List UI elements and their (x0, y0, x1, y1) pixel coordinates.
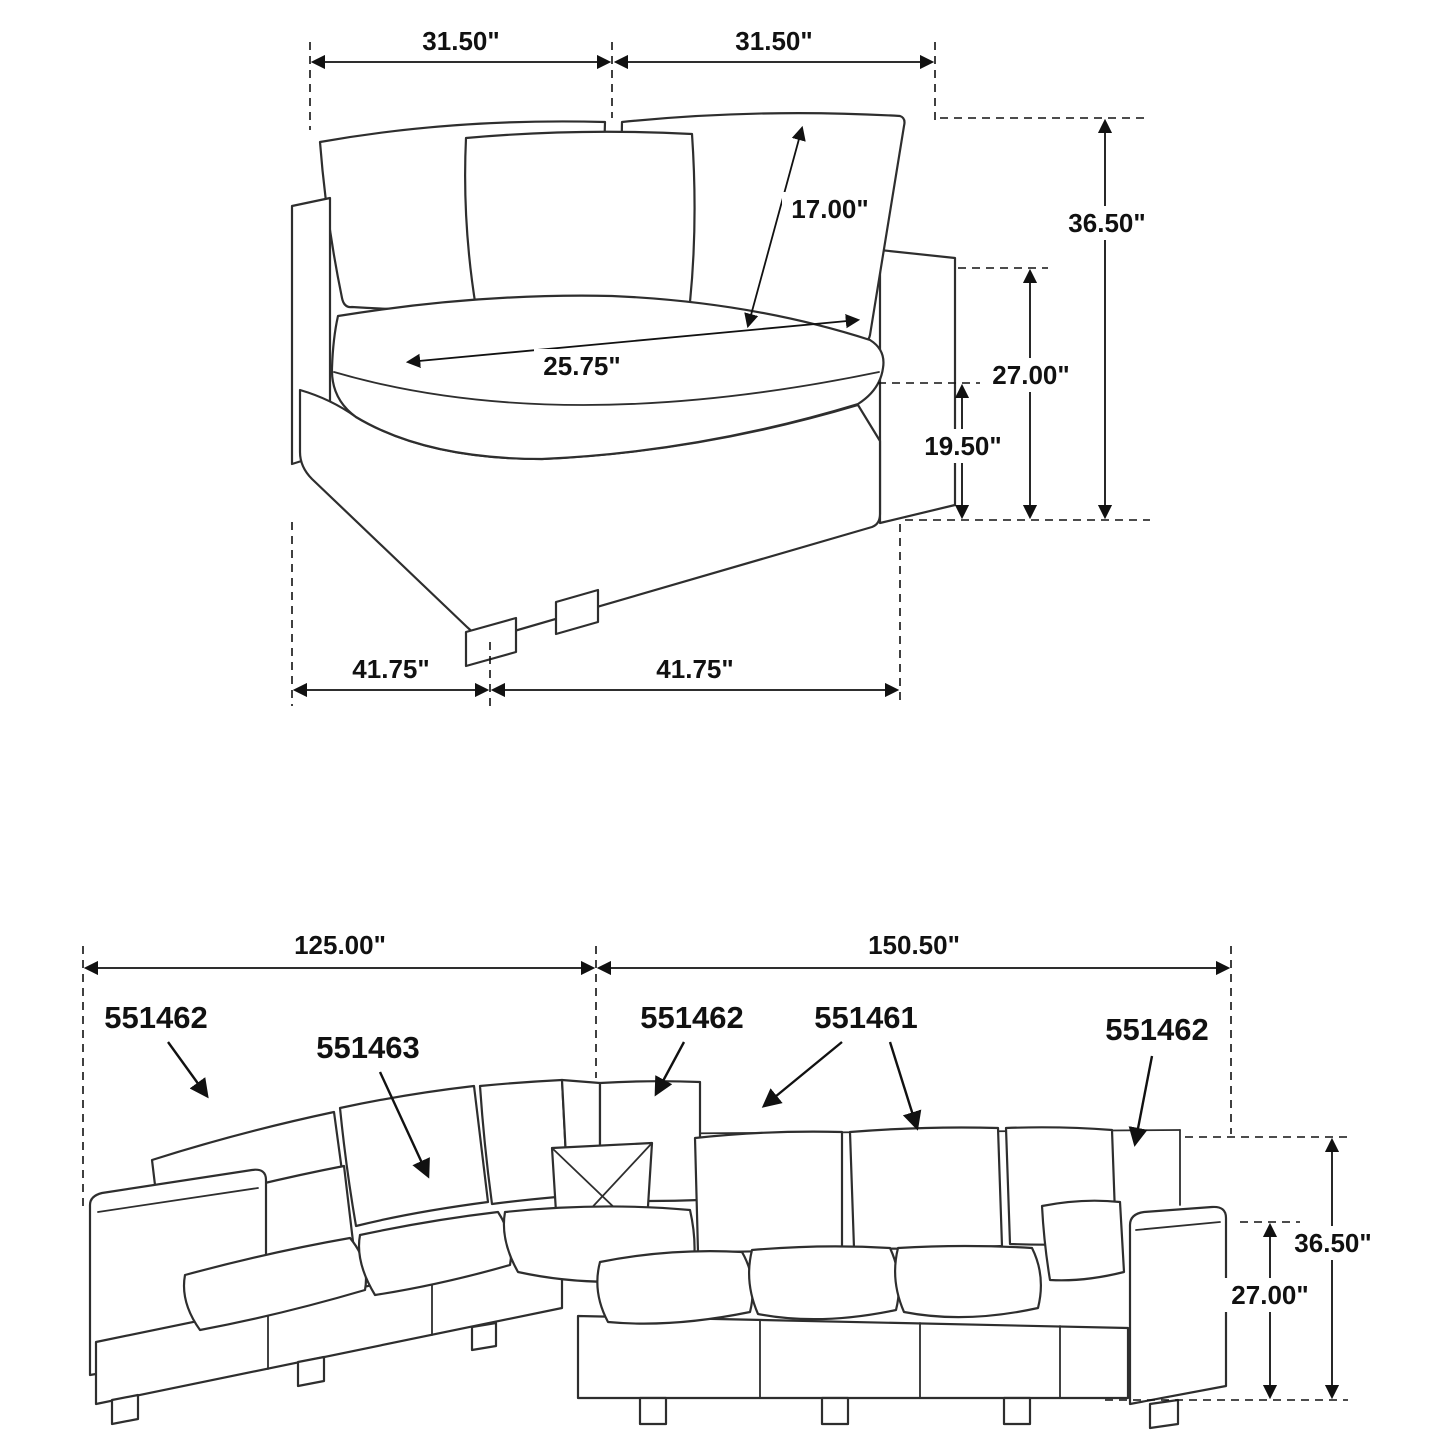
front-foot (464, 616, 518, 668)
right-arm-top-edge (1135, 1221, 1221, 1231)
dim-back-width-left-label: 31.50" (422, 26, 499, 56)
seat-front-seam (333, 371, 880, 406)
right-wing-back-pillow-1 (693, 1130, 844, 1254)
sku-label-1: 551462 (104, 1000, 207, 1035)
dim-back-cushion-label: 17.00" (791, 194, 868, 224)
dim-line-back-cushion (744, 125, 806, 329)
right-wing-seat-2 (748, 1245, 900, 1321)
sectional-drawing (88, 1078, 1228, 1430)
left-chair-seat (182, 1236, 368, 1332)
side-foot (554, 588, 600, 636)
sku-pointer-1 (167, 1041, 209, 1099)
sku-label-5: 551462 (1105, 1012, 1208, 1047)
dim-back-height-label: 27.00" (992, 360, 1069, 390)
sectional-diagram: 125.00" 150.50" 551462 551463 551462 551… (82, 930, 1381, 1430)
dim-overall-height-label: 36.50" (1068, 208, 1145, 238)
left-arm-top-edge (97, 1187, 259, 1213)
label-backdrop (782, 192, 878, 226)
dim-back-width-right-label: 31.50" (735, 26, 812, 56)
label-backdrop (915, 429, 1011, 463)
label-backdrop (1059, 206, 1155, 240)
label-backdrop (983, 358, 1079, 392)
foot (296, 1355, 326, 1388)
dim-base-depth-right-label: 41.75" (656, 654, 733, 684)
foot (470, 1321, 498, 1352)
foot (638, 1396, 668, 1426)
label-backdrop (1222, 1278, 1318, 1312)
sku-pointer-4b (888, 1041, 922, 1131)
sectional-dimensions: 125.00" 150.50" 551462 551463 551462 551… (82, 930, 1381, 1401)
armless-back-pillow (338, 1084, 490, 1228)
foot (1002, 1396, 1032, 1426)
right-wing-back-pillow-2 (848, 1126, 1004, 1250)
sku-label-3: 551462 (640, 1000, 743, 1035)
right-wing-seat-3 (894, 1244, 1043, 1319)
right-wing-seat-1 (596, 1250, 754, 1325)
right-chair-accent-pillow (1040, 1199, 1126, 1282)
sectional-right-arm (1128, 1205, 1228, 1406)
armless-seat (357, 1210, 513, 1297)
dim-overall-width-label: 150.50" (868, 930, 960, 960)
module-dimensions: 31.50" 31.50" 17.00" 25.75" 36.50" 27.00… (291, 26, 1155, 706)
sku-pointer-2 (378, 1071, 430, 1179)
foot (1148, 1398, 1180, 1430)
sku-pointer-5 (1128, 1055, 1154, 1147)
sku-pointer-4a (761, 1041, 843, 1108)
sku-pointer-3 (654, 1041, 686, 1097)
sku-label-4: 551461 (814, 1000, 917, 1035)
corner-back-pillow-left (478, 1078, 570, 1206)
foot (820, 1396, 850, 1426)
sku-label-2: 551463 (316, 1030, 419, 1065)
dim-overall-depth-label: 125.00" (294, 930, 386, 960)
dim-arm-height-label: 27.00" (1231, 1280, 1308, 1310)
accent-pillow-center (464, 130, 696, 312)
corner-module-diagram: 31.50" 31.50" 17.00" 25.75" 36.50" 27.00… (290, 26, 1155, 706)
dim-seat-height-label: 19.50" (924, 431, 1001, 461)
label-backdrop (1285, 1226, 1381, 1260)
right-wing-base (576, 1314, 1130, 1400)
dim-line-seat-width (405, 313, 861, 369)
foot (110, 1393, 140, 1426)
dim-base-depth-left-label: 41.75" (352, 654, 429, 684)
right-arm (878, 248, 957, 525)
dim-sectional-height-label: 36.50" (1294, 1228, 1371, 1258)
label-backdrop (534, 349, 630, 383)
dim-seat-width-label: 25.75" (543, 351, 620, 381)
